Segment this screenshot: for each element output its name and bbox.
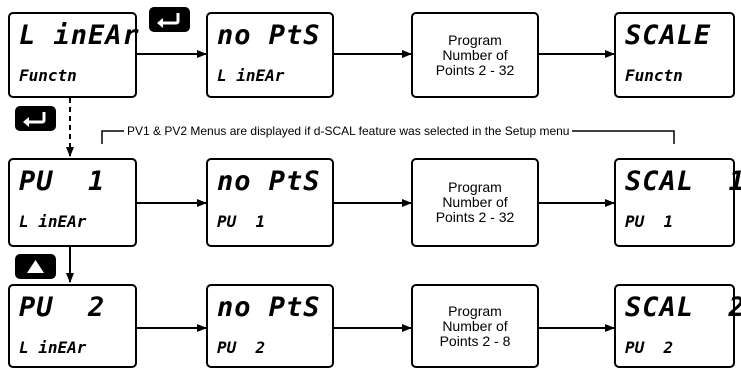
display-line1: SCAL 2 <box>625 292 741 323</box>
program-line: Points 2 - 8 <box>439 332 511 349</box>
program-line: Points 2 - 32 <box>435 61 515 78</box>
program-box: Program Number of Points 2 - 32 <box>411 12 539 98</box>
display-line2: L inEAr <box>217 66 285 85</box>
program-box: Program Number of Points 2 - 32 <box>411 158 539 247</box>
display-line2: PU 2 <box>217 338 266 357</box>
display-line2: PU 2 <box>625 338 674 357</box>
display-no-pts-pv2: no PtS PU 2 <box>206 284 334 368</box>
program-line: Number of <box>442 46 508 63</box>
display-line1: PU 2 <box>19 292 106 323</box>
display-line2: PU 1 <box>625 212 674 231</box>
display-scale-functn: SCALE Functn <box>614 12 735 98</box>
display-pv1-linear: PU 1 L inEAr <box>8 158 137 247</box>
note-text: PV1 & PV2 Menus are displayed if d-SCAL … <box>124 124 573 138</box>
program-box: Program Number of Points 2 - 8 <box>411 284 539 368</box>
enter-key-icon <box>15 106 56 131</box>
program-line: Program <box>448 302 502 319</box>
display-line2: L inEAr <box>19 338 87 357</box>
display-scal2-pv2: SCAL 2 PU 2 <box>614 284 741 368</box>
display-line2: PU 1 <box>217 212 266 231</box>
enter-key-icon <box>149 7 190 32</box>
program-line: Number of <box>442 317 508 334</box>
program-line: Points 2 - 32 <box>435 209 515 225</box>
display-line1: no PtS <box>217 166 321 197</box>
display-linear-functn: L inEAr Functn <box>8 12 140 98</box>
display-line2: Functn <box>19 66 77 85</box>
display-line2: Functn <box>625 66 683 85</box>
display-line1: SCALE <box>625 20 712 51</box>
program-line: Program <box>448 179 502 195</box>
up-key-icon <box>15 254 56 279</box>
display-pv2-linear: PU 2 L inEAr <box>8 284 137 368</box>
display-line1: no PtS <box>217 20 321 51</box>
display-no-pts-pv1: no PtS PU 1 <box>206 158 334 247</box>
program-line: Number of <box>442 194 508 210</box>
display-no-pts: no PtS L inEAr <box>206 12 334 98</box>
display-scal1-pv1: SCAL 1 PU 1 <box>614 158 741 247</box>
display-line1: PU 1 <box>19 166 106 197</box>
program-line: Program <box>448 31 502 48</box>
display-line2: L inEAr <box>19 212 87 231</box>
display-line1: no PtS <box>217 292 321 323</box>
display-line1: L inEAr <box>19 20 140 51</box>
display-line1: SCAL 1 <box>625 166 741 197</box>
